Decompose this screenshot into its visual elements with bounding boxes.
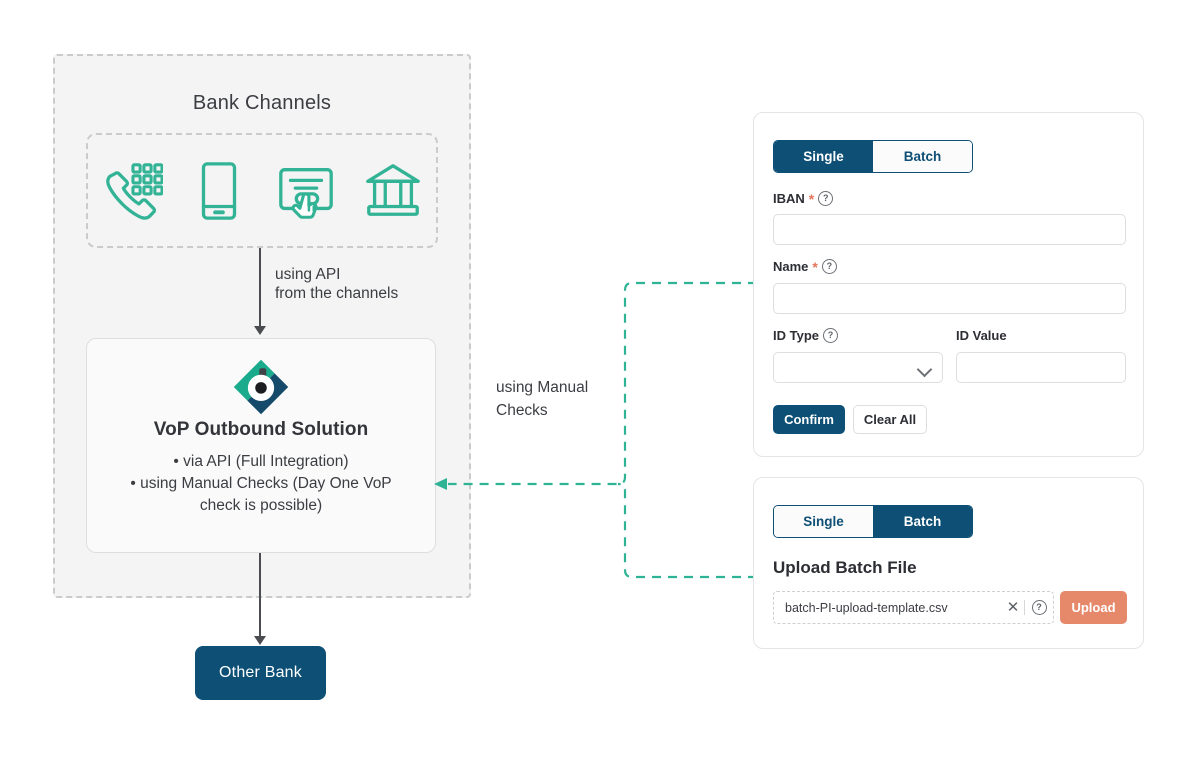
tab-batch-batchpanel[interactable]: Batch [873,506,972,537]
tab-single-batchpanel[interactable]: Single [774,506,873,537]
name-label-text: Name [773,259,809,274]
single-panel-tabs: Single Batch [773,140,973,173]
vop-bullet-1: • via API (Full Integration) [173,453,349,470]
iban-label: IBAN * ? [773,190,834,207]
upload-batch-file-title: Upload Batch File [773,558,917,577]
clear-file-icon[interactable]: ✕ [1006,599,1020,616]
file-drop-zone[interactable]: batch-PI-upload-template.csv ✕ ? [773,591,1054,624]
vop-to-other-bank-arrow [254,553,266,645]
channels-to-vop-arrow [254,248,266,335]
tab-single[interactable]: Single [774,141,873,172]
vop-outbound-card: VoP Outbound Solution • via API (Full In… [86,338,436,553]
vop-bullet-3: check is possible) [199,497,323,514]
upload-button[interactable]: Upload [1060,591,1127,624]
id-value-input[interactable] [956,352,1126,383]
chevron-down-icon [916,361,933,378]
vop-bullet-2: • using Manual Checks (Day One VoP [130,475,392,492]
iban-help-icon[interactable]: ? [818,191,834,206]
single-check-panel: Single Batch IBAN * ? Name * ? ID Type ?… [753,112,1144,457]
confirm-button[interactable]: Confirm [773,405,845,434]
iban-label-text: IBAN [773,191,805,206]
iban-input[interactable] [773,214,1126,245]
telephone-keypad-icon [105,162,163,220]
name-help-icon[interactable]: ? [821,259,837,274]
page-title: Bank Channels [192,92,332,114]
name-input[interactable] [773,283,1126,314]
batch-panel-tabs: Single Batch [773,505,973,538]
upload-help-icon[interactable]: ? [1031,600,1047,615]
id-value-label: ID Value [956,328,1007,343]
id-value-label-text: ID Value [956,328,1007,343]
uploaded-file-name: batch-PI-upload-template.csv [785,600,948,615]
id-type-label-text: ID Type [773,328,819,343]
id-type-select[interactable] [773,352,943,383]
id-type-help-icon[interactable]: ? [823,328,838,343]
other-bank-node: Other Bank [195,646,326,700]
divider [1024,600,1025,615]
bank-branch-icon [365,163,420,216]
api-arrow-label: using API from the channels [275,266,399,302]
name-required-asterisk: * [812,258,818,275]
batch-upload-panel: Single Batch Upload Batch File batch-PI-… [753,477,1144,649]
clear-all-button[interactable]: Clear All [853,405,927,434]
manual-checks-connector [434,281,757,579]
channel-icons-group [86,133,438,248]
bank-logo-icon [233,359,289,415]
tab-batch[interactable]: Batch [873,141,972,172]
id-type-label: ID Type ? [773,328,838,343]
vop-card-bullets: • via API (Full Integration) • using Man… [105,451,417,517]
manual-checks-label: using Manual Checks [496,379,589,419]
mobile-phone-icon [201,161,236,220]
vop-card-title: VoP Outbound Solution [153,419,369,440]
name-label: Name * ? [773,259,837,274]
iban-required-asterisk: * [808,190,815,207]
online-banking-click-icon [278,167,333,219]
upload-help-icon-wrap[interactable]: ? [1025,600,1053,615]
